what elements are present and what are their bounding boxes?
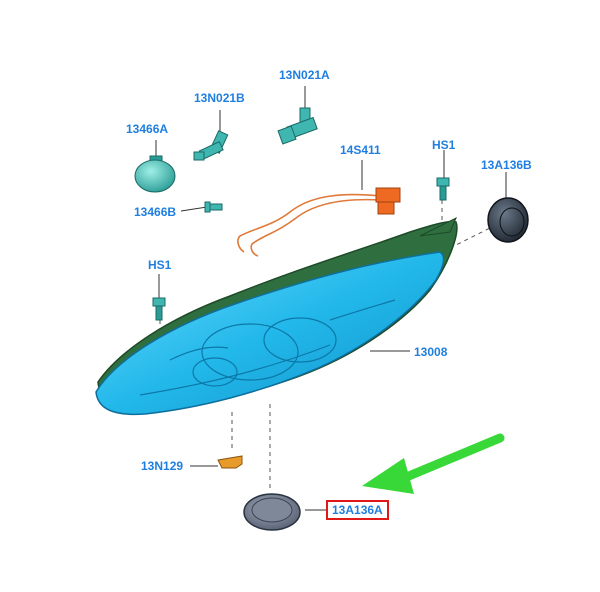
- label-13466b[interactable]: 13466B: [134, 205, 177, 219]
- screw-hs1-top-icon[interactable]: [436, 177, 450, 201]
- bulb-13n021a-icon[interactable]: [277, 107, 318, 145]
- cap-13a136a-icon[interactable]: [243, 493, 301, 531]
- label-13466a[interactable]: 13466A: [126, 122, 169, 136]
- headlamp-lens[interactable]: [95, 251, 445, 416]
- label-13n021b[interactable]: 13N021B: [194, 91, 245, 105]
- label-13n021a[interactable]: 13N021A: [279, 68, 330, 82]
- wire-harness-14s411[interactable]: [237, 187, 401, 257]
- lens-reflector-details: [139, 299, 396, 396]
- label-13a136a-highlighted[interactable]: 13A136A: [326, 500, 389, 520]
- screw-hs1-left-icon[interactable]: [152, 297, 166, 321]
- label-14s411[interactable]: 14S411: [340, 143, 381, 157]
- bulb-13n021b-icon[interactable]: [193, 130, 229, 161]
- label-13a136b[interactable]: 13A136B: [481, 158, 532, 172]
- leader-lines: [155, 86, 507, 511]
- headlamp-tip: [419, 216, 457, 237]
- bulb-13466b-icon[interactable]: [204, 201, 223, 213]
- bulb-13466a-icon[interactable]: [134, 155, 176, 193]
- label-hs1-top[interactable]: HS1: [432, 138, 456, 152]
- label-13n129[interactable]: 13N129: [141, 459, 184, 473]
- green-arrow-icon: [362, 433, 505, 494]
- cap-13a136b-icon[interactable]: [487, 197, 529, 243]
- label-13008[interactable]: 13008: [414, 345, 448, 359]
- bracket-13n129-icon[interactable]: [217, 455, 243, 469]
- label-hs1-left[interactable]: HS1: [148, 258, 172, 272]
